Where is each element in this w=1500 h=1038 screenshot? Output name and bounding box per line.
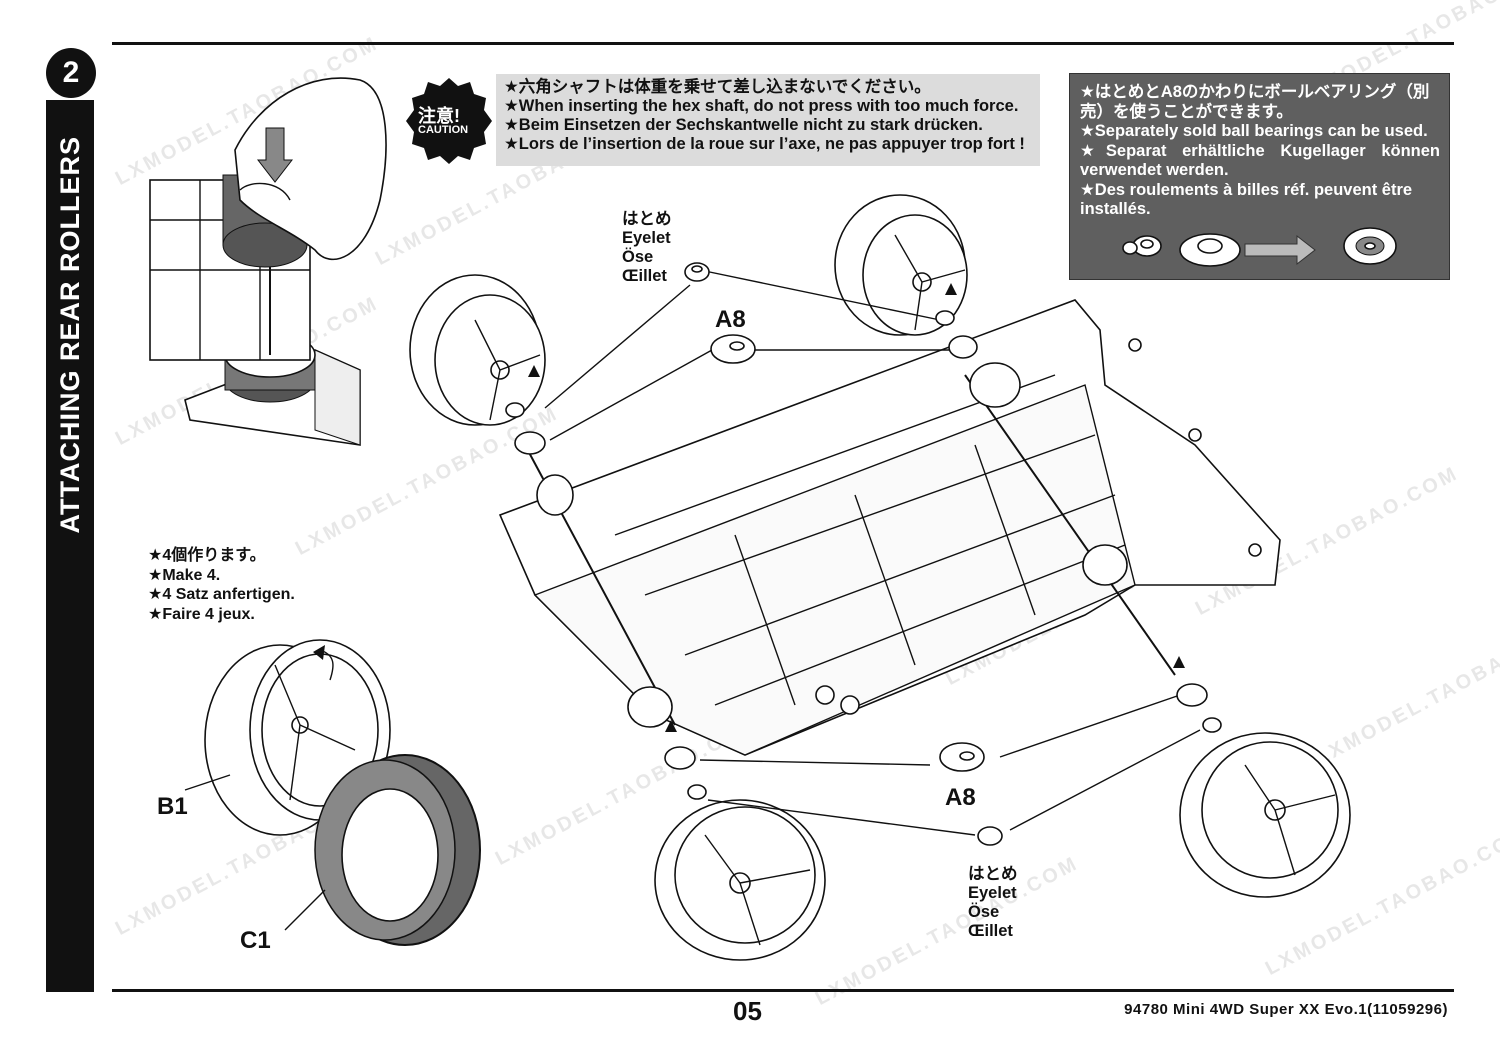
eyelet-label-line: Eyelet: [968, 884, 1017, 902]
page-number: 05: [733, 996, 762, 1026]
part-label-a8-top: A8: [715, 306, 746, 333]
front-right-wheel: [834, 194, 968, 336]
model-code: 94780 Mini 4WD Super XX Evo.1(11059296): [1124, 1001, 1448, 1018]
part-label-b1: B1: [157, 793, 188, 820]
bearing-replacement-icon: [1122, 227, 1397, 267]
eyelet-bottom: [977, 826, 1003, 846]
front-left-wheel: [409, 274, 546, 426]
eyelet-label-line: Öse: [622, 248, 654, 266]
chassis-illustration: [498, 299, 1281, 756]
caution-badge-en: CAUTION: [418, 124, 469, 136]
note-line: ★Make 4.: [148, 566, 221, 584]
info-line: ★はとめとA8のかわりにボールベアリング（別売）を使うことができます。: [1080, 83, 1430, 121]
eyelet-label-top: はとめ Eyelet Öse Œillet: [622, 210, 672, 286]
eyelet-label-line: はとめ: [622, 210, 672, 228]
bottom-rule: [112, 989, 1454, 992]
part-label-c1: C1: [240, 927, 271, 954]
info-line: ★Separat erhältliche Kugellager können v…: [1080, 141, 1440, 180]
ball-bearing-info-text: ★はとめとA8のかわりにボールベアリング（別売）を使うことができます。 ★Sep…: [1080, 83, 1440, 220]
info-line: ★Des roulements à billes réf. peuvent êt…: [1080, 180, 1413, 219]
caution-line: ★六角シャフトは体重を乗せて差し込まないでください。: [504, 78, 931, 96]
rear-left-wheel: [654, 799, 826, 961]
eyelet-label-line: Öse: [968, 903, 1000, 921]
caution-line: ★When inserting the hex shaft, do not pr…: [504, 97, 1019, 115]
eyelet-label-line: Œillet: [622, 267, 667, 285]
eyelet-label-line: Eyelet: [622, 229, 671, 247]
eyelet-label-bottom: はとめ Eyelet Öse Œillet: [968, 865, 1018, 941]
eyelet-label-line: はとめ: [968, 865, 1018, 883]
caution-line: ★Lors de l’insertion de la roue sur l’ax…: [504, 135, 1025, 153]
make-four-note: ★4個作ります。 ★Make 4. ★4 Satz anfertigen. ★F…: [148, 546, 295, 624]
caution-text: ★六角シャフトは体重を乗せて差し込まないでください。 ★When inserti…: [504, 78, 1040, 154]
hand-press-illustration: [149, 77, 387, 446]
part-label-a8-bottom: A8: [945, 784, 976, 811]
eyelet-label-line: Œillet: [968, 922, 1013, 940]
rear-right-wheel: [1179, 732, 1351, 898]
caution-badge-jp: 注意!: [418, 106, 460, 126]
caution-line: ★Beim Einsetzen der Sechskantwelle nicht…: [504, 116, 983, 134]
wheel-tire-assembly: [184, 639, 481, 946]
side-bar: [46, 100, 94, 992]
info-line: ★Separately sold ball bearings can be us…: [1080, 122, 1428, 140]
note-line: ★Faire 4 jeux.: [148, 605, 255, 623]
caution-box: [496, 74, 1040, 166]
note-line: ★4個作ります。: [148, 547, 266, 564]
note-line: ★4 Satz anfertigen.: [148, 586, 295, 603]
caution-badge-icon: [406, 78, 492, 164]
top-rule: [112, 42, 1454, 45]
step-number-badge: 2: [46, 48, 96, 98]
